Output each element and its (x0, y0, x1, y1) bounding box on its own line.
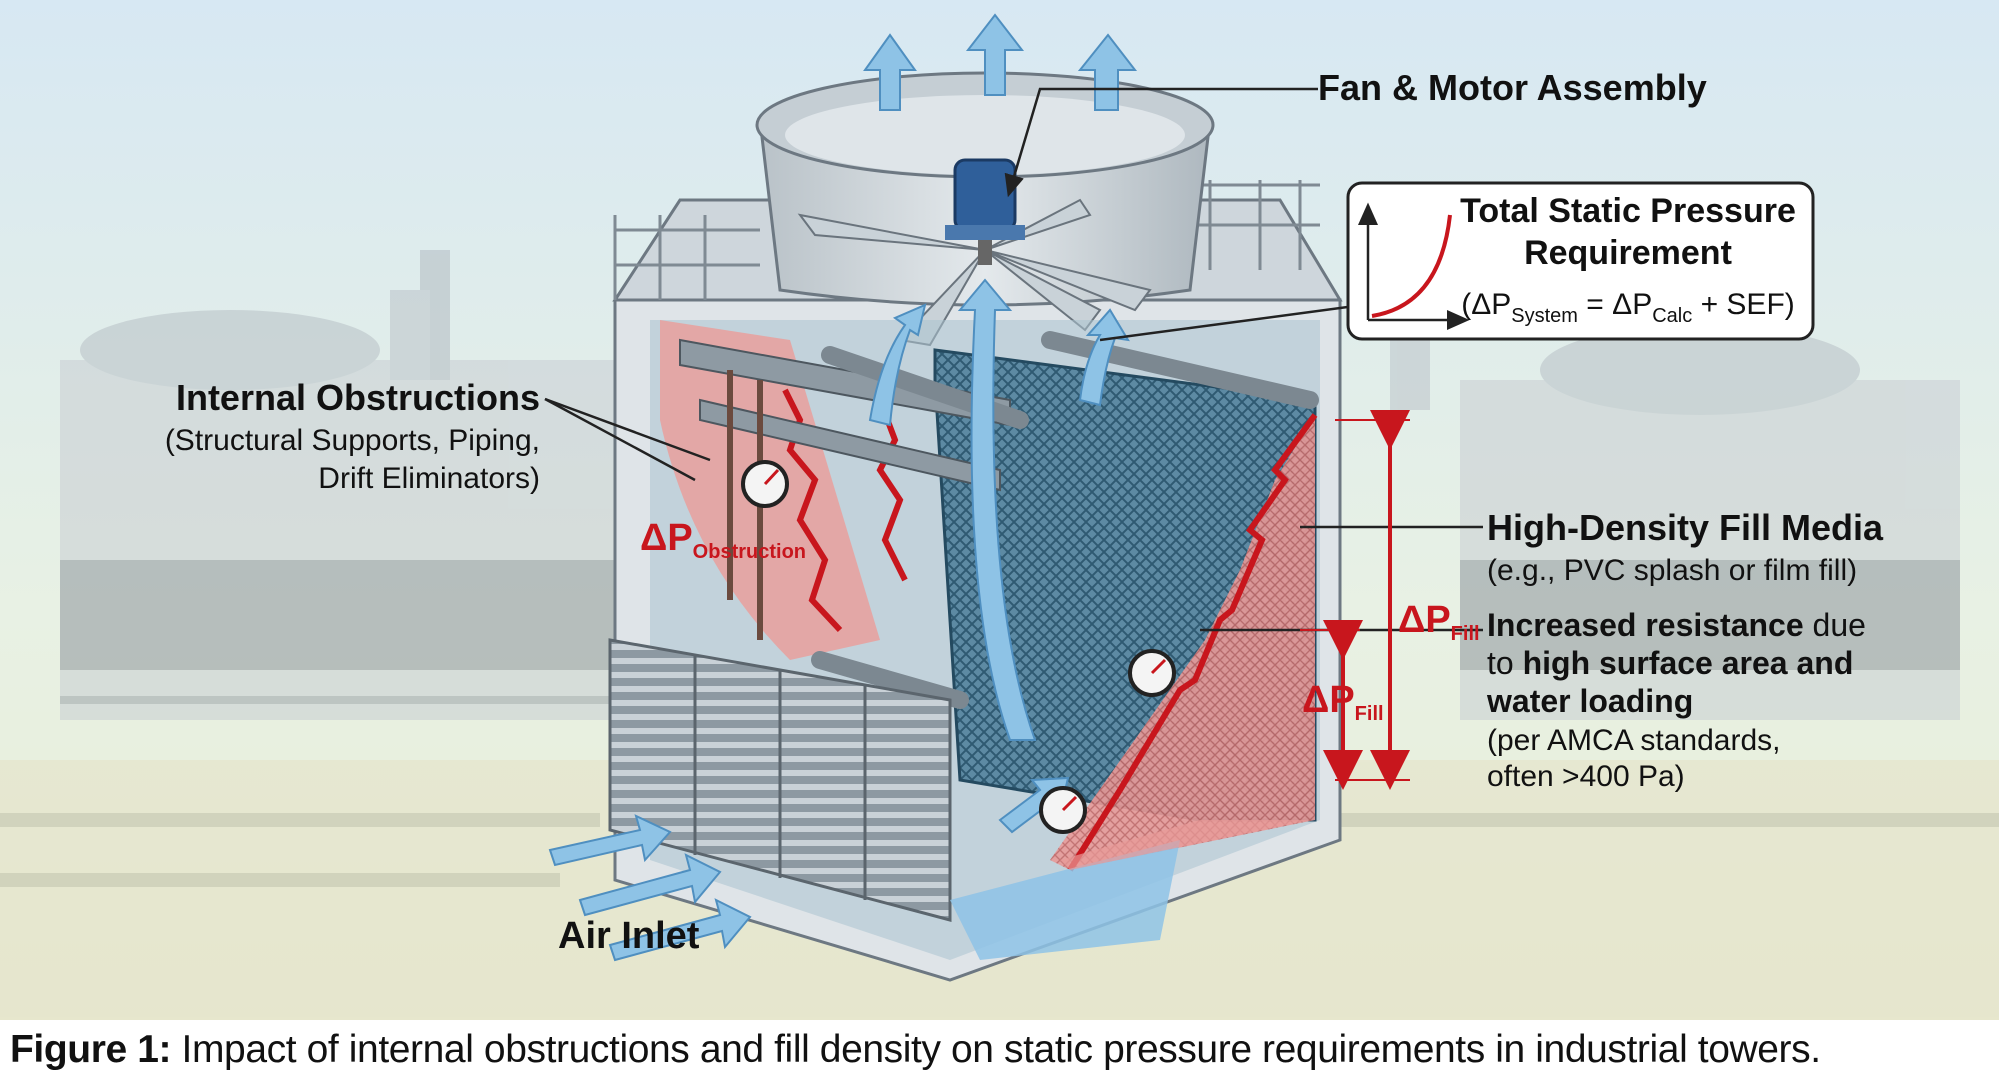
cooling-tower-diagram: Total Static Pressure Requirement (ΔPSys… (0, 0, 1999, 1020)
resistance-line3: water loading (1486, 683, 1693, 719)
dp-fill-label-partial: ΔPFill (1302, 679, 1384, 725)
fan-blades (797, 198, 1152, 347)
pressure-curve-icon (1358, 202, 1470, 330)
dp-fill-dimension-arrows (1300, 410, 1410, 790)
resistance-line1: Increased resistance due (1487, 607, 1866, 643)
air-inlet-label: Air Inlet (558, 915, 700, 957)
resistance-line2: to high surface area and (1487, 645, 1853, 681)
tsp-title-line1: Total Static Pressure (1460, 192, 1796, 230)
fill-media-title: High-Density Fill Media (1487, 507, 1884, 548)
water-basin (950, 840, 1180, 960)
fan-motor-label: Fan & Motor Assembly (1318, 67, 1707, 108)
dp-obstruction-label: ΔPObstruction (640, 517, 806, 563)
figure-caption-prefix: Figure 1: (10, 1028, 172, 1071)
pressure-gauge-fill (1128, 649, 1176, 697)
pressure-gauge-obstruction (741, 460, 789, 508)
obstructions-detail-line2: Drift Eliminators) (318, 462, 540, 495)
dp-fill-label-total: ΔPFill (1398, 599, 1480, 645)
obstructions-detail-line1: (Structural Supports, Piping, (165, 424, 540, 457)
fan-motor (945, 158, 1025, 265)
tsp-formula: (ΔPSystem = ΔPCalc + SEF) (1461, 288, 1795, 327)
figure-caption-text: Impact of internal obstructions and fill… (171, 1028, 1822, 1071)
pressure-gauge-inlet (1039, 786, 1087, 834)
obstructions-title: Internal Obstructions (176, 377, 540, 418)
resistance-line5: often >400 Pa) (1487, 760, 1685, 793)
tsp-title-line2: Requirement (1524, 234, 1732, 272)
total-static-pressure-callout: Total Static Pressure Requirement (ΔPSys… (1346, 181, 1815, 341)
fill-pressure-zone (1050, 415, 1315, 870)
fill-media-subtitle: (e.g., PVC splash or film fill) (1487, 554, 1857, 587)
figure-caption: Figure 1: Impact of internal obstruction… (10, 1028, 1990, 1088)
resistance-line4: (per AMCA standards, (1487, 724, 1780, 757)
